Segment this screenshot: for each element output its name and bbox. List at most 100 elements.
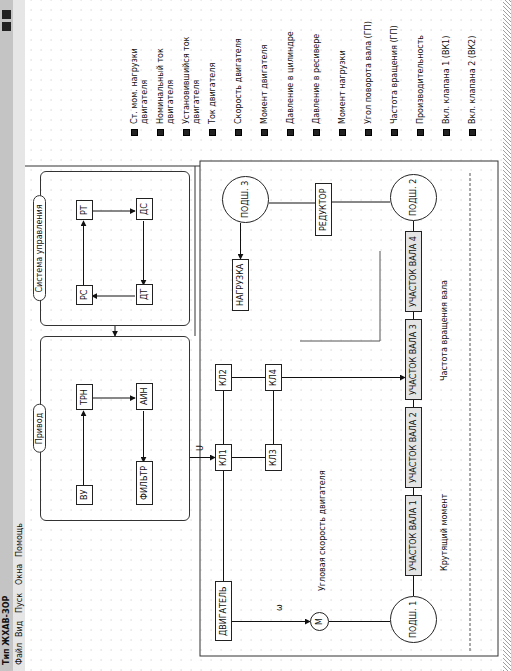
legend-swatch [261,129,268,136]
connector [83,411,84,486]
node-label: ПОДШ. 1 [409,601,418,638]
node-label: КЛ1 [219,449,228,466]
connector [223,471,224,581]
legend-row: Скорость двигателя [234,6,244,136]
legend-row: Момент двигателя [260,6,270,136]
block: ТРН [76,384,93,410]
panel-heading: Привод [33,404,46,453]
node-label: ТРН [80,389,89,405]
legend-swatch [365,129,372,136]
connector [232,621,310,622]
node-label: ДС [140,203,149,215]
legend-row: Ст. мом. нагрузки двигателя [130,6,150,136]
node-label: КЛ3 [269,449,278,466]
legend-swatch [313,129,320,136]
node-label: УЧАСТОК ВАЛА 3 [409,324,418,395]
block: ФИЛЬТР [136,461,153,505]
legend-text: Вкл. клапана 1 (ВК1) [442,36,452,124]
connector [413,576,414,596]
connector [190,457,215,458]
connector [92,296,135,297]
menu-item: Помощь [15,523,24,557]
legend-text: Скорость двигателя [234,38,244,124]
legend-swatch [417,129,424,136]
legend-text: Давление в ресивере [312,34,322,124]
valve-box: КЛ2 [215,364,232,391]
block: ВУ [76,485,93,505]
legend-swatch [131,129,138,136]
signal-name: Угловая скорость двигателя [318,470,327,591]
motor-symbol: М [310,612,329,631]
connector [115,326,116,336]
node-label: РЕДУКТОР [319,188,328,231]
legend-swatch [209,129,216,136]
connector [269,203,315,204]
legend-row: Производительность [416,6,426,136]
node-label: УЧАСТОК ВАЛА 1 [409,500,418,571]
block: РТ [76,200,93,220]
valve-box: КЛ4 [265,364,282,391]
legend-swatch [287,129,294,136]
connector [413,221,414,231]
block: ДТ [136,284,153,305]
connector [92,211,135,212]
legend-text: Вкл. клапана 2 (ВК2) [468,36,478,124]
legend-swatch [469,129,476,136]
connector [413,312,414,319]
node-label: М [315,618,324,625]
legend-text: Угол поворота вала (ГП) [364,21,374,124]
window-title: Тип ЖХАВ-ЗОР [2,596,11,665]
connector [240,223,241,259]
legend-row: Момент нагрузки [338,6,348,136]
legend-swatch [235,129,242,136]
bearing-symbol: ПОДШ. 2 [390,174,437,221]
node-label: УЧАСТОК ВАЛА 2 [409,412,418,483]
node-label: УЧАСТОК ВАЛА 4 [409,236,418,307]
legend-text: Ток двигателя [208,63,218,124]
node-label: ДТ [140,289,149,300]
legend-row: Давление в цилиндре [286,6,296,136]
legend-swatch [391,129,398,136]
legend-swatch [157,129,164,136]
menu-item: Пуск [15,593,24,613]
legend-text: Установившийся ток двигателя [182,6,202,124]
connector [83,221,84,286]
shaft-section: УЧАСТОК ВАЛА 1 [405,495,422,576]
connector [232,457,265,458]
legend-swatch [183,129,190,136]
connector [143,411,144,462]
node-label: ВУ [80,490,89,500]
motor-box: ДВИГАТЕЛЬ [215,581,232,641]
legend-text: Момент двигателя [260,45,270,124]
signal-name: Частота вращения вала [440,280,449,381]
legend-swatch [443,129,450,136]
connector [329,621,390,622]
menu-item: Вид [15,621,24,637]
signal-name: ω [275,604,284,611]
node-label: ФИЛЬТР [140,466,149,500]
connector [143,221,144,285]
node-label: РС [80,290,89,300]
valve-box: КЛ3 [265,444,282,471]
node-label: ПОДШ. 3 [241,181,250,218]
node-label: КЛ4 [269,369,278,386]
block: АИН [136,383,153,410]
legend-row: Ток двигателя [208,6,218,136]
legend-text: Давление в цилиндре [286,31,296,124]
bearing-symbol: ПОДШ. 3 [222,176,269,223]
signal-name: Крутящий момент [440,494,449,571]
block: ДС [136,198,153,220]
node-label: РТ [80,205,89,215]
connector [282,377,405,378]
legend-text: Производительность [416,35,426,124]
legend-row: Номинальный ток двигателя [156,6,176,136]
signal-name: U [196,445,205,451]
legend-row: Вкл. клапана 2 (ВК2) [468,6,478,136]
node-label: ДВИГАТЕЛЬ [219,586,228,636]
connector [232,377,265,378]
connector [413,488,414,495]
legend-row: Давление в ресивере [312,6,322,136]
shaft-section: УЧАСТОК ВАЛА 4 [405,231,422,312]
load-box: НАГРУЗКА [232,259,249,311]
legend-swatch [339,129,346,136]
